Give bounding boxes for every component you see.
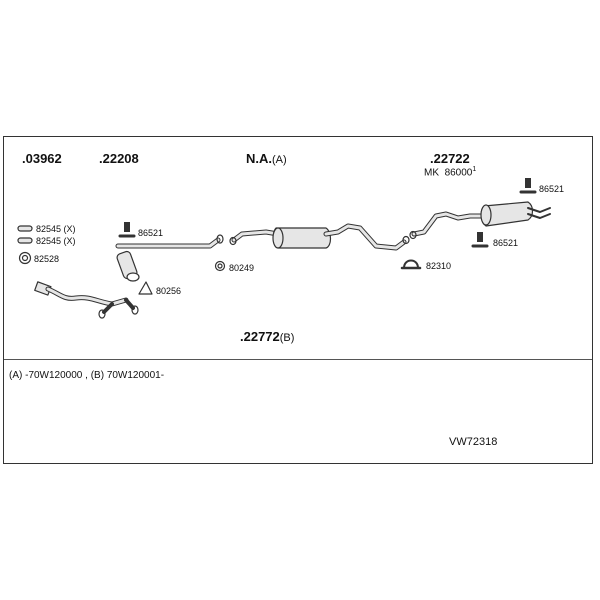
diagram-reference: VW72318 <box>449 436 498 448</box>
rear-silencer-icon <box>409 201 551 240</box>
part-code-na: N.A.(A) <box>246 151 287 166</box>
u-bolt-clamp-icon <box>400 259 422 270</box>
diagram-frame <box>3 136 593 464</box>
label-86521-left: 86521 <box>138 228 164 238</box>
label-82310: 82310 <box>426 261 452 271</box>
part-code-03962: .03962 <box>22 151 62 166</box>
front-pipe-icon <box>34 281 139 319</box>
mounting-kit-label: MK 860001 <box>424 166 477 179</box>
label-82528: 82528 <box>34 254 60 264</box>
label-80256: 80256 <box>156 286 182 296</box>
clamp-ring-icon <box>17 225 33 232</box>
note-divider <box>4 359 592 360</box>
variant-note: (A) -70W120000 , (B) 70W120001- <box>9 370 165 381</box>
gasket-ring-icon <box>18 251 32 265</box>
part-code-22722: .22722 <box>430 151 470 166</box>
label-80249: 80249 <box>229 263 255 273</box>
label-82545-b: 82545 (X) <box>36 236 76 246</box>
label-86521-mid-right: 86521 <box>493 238 519 248</box>
label-82545-a: 82545 (X) <box>36 224 76 234</box>
middle-silencer-icon <box>229 223 410 251</box>
clamp-ring-icon <box>214 260 226 272</box>
triangle-gasket-icon <box>138 281 153 295</box>
rubber-hanger-icon <box>471 232 489 248</box>
part-code-22208: .22208 <box>99 151 139 166</box>
rubber-hanger-icon <box>118 222 136 238</box>
rubber-hanger-icon <box>519 178 537 194</box>
clamp-ring-icon <box>17 237 33 244</box>
part-code-22772: .22772(B) <box>240 329 295 344</box>
front-silencer-icon <box>115 234 224 282</box>
variant-tag-b: (B) <box>279 332 295 344</box>
variant-tag-a: (A) <box>272 154 287 166</box>
label-86521-top-right: 86521 <box>539 184 565 194</box>
